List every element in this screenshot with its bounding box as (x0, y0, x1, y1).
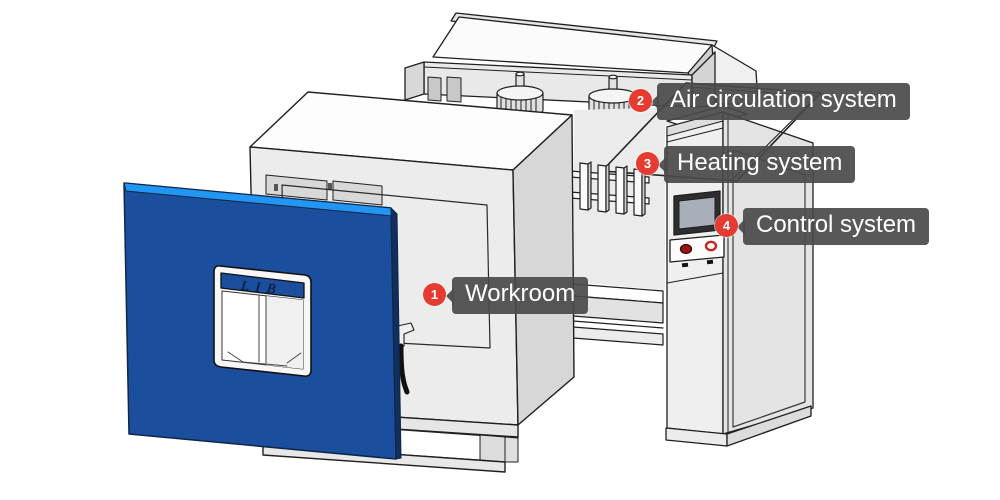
callout-label-control: Control system (736, 208, 930, 245)
door-handle (398, 343, 410, 395)
window-glass-right-shade (266, 296, 303, 369)
stand-right-wall (479, 434, 506, 463)
chamber-side-face (512, 114, 575, 426)
duct-vent-1 (427, 76, 442, 102)
window-sill-diag-left (227, 351, 244, 363)
cabinet-plinth-side (726, 405, 812, 447)
callout-label-air-circulation: Air circulation system (651, 83, 910, 120)
touchscreen-display (678, 196, 716, 230)
chamber-door: LIB (123, 182, 402, 460)
top-hinge-panel-left (265, 174, 328, 201)
toggle-switch-1 (681, 262, 689, 268)
heater-fin-1 (579, 161, 592, 211)
callout-marker-1: 1 (423, 283, 446, 306)
heater-fin-2 (597, 163, 610, 213)
heater-fin-3 (615, 165, 628, 215)
callout-marker-2: 2 (629, 89, 652, 112)
top-hinge-panel-right (332, 180, 383, 206)
hinge-pin-1 (274, 184, 278, 191)
window-sill-diag-right (286, 352, 302, 364)
window-sill-edge (242, 361, 288, 367)
indicator-knob (704, 240, 718, 252)
control-cabinet (665, 105, 814, 447)
callout-label-heating: Heating system (657, 146, 856, 183)
power-knob (679, 243, 693, 255)
toggle-switch-2 (706, 259, 714, 265)
stand-right-step (504, 436, 519, 463)
brand-logo: LIB (239, 279, 283, 299)
callout-marker-3: 3 (636, 152, 659, 175)
door-right-edge (390, 207, 402, 460)
hinge-pin-2 (328, 183, 332, 190)
duct-left-cap (404, 61, 425, 101)
window-brand-plate (220, 272, 305, 299)
duct-vent-2 (446, 76, 462, 103)
callout-label-workroom: Workroom (445, 277, 589, 314)
callout-marker-4: 4 (715, 214, 738, 237)
heater-fin-4 (633, 167, 646, 217)
rear-rail-bottom (572, 326, 664, 346)
